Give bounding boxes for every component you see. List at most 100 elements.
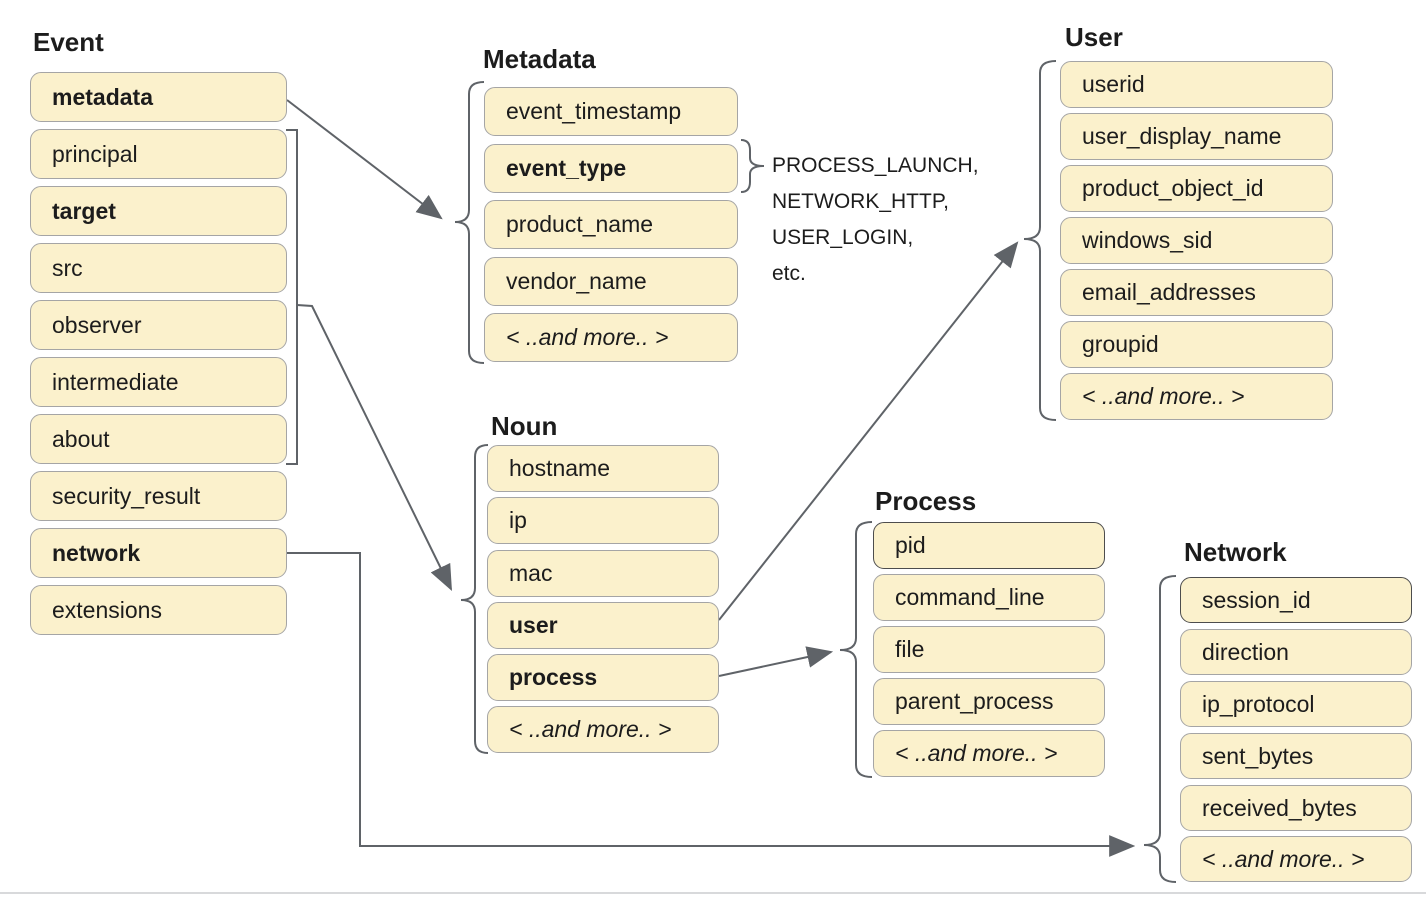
field-label: mac [509,560,553,586]
field-box-received_bytes: received_bytes [1180,785,1412,831]
field-box-principal: principal [30,129,287,179]
field-label: ip [509,507,527,533]
page-bottom-divider [0,892,1426,894]
arrow-process-to-process-group [718,646,834,677]
field-label: network [52,539,141,566]
field-box-network: network [30,528,287,578]
field-box-product_object_id: product_object_id [1060,165,1333,212]
field-label: product_object_id [1082,175,1264,201]
field-box-about: about [30,414,287,464]
brace-noun-group [460,444,489,754]
brace-process-group [839,521,873,778]
field-box-user: user [487,602,719,649]
field-label: target [52,197,116,224]
arrow-event-to-noun-group [296,304,452,591]
field-box-vendor_name: vendor_name [484,257,738,306]
field-box-user_display_name: user_display_name [1060,113,1333,160]
field-label: direction [1202,638,1289,665]
arrow-metadata-to-metadata-group [286,99,443,220]
field-box-security_result: security_result [30,471,287,521]
group-title-event: Event [33,27,104,57]
field-box-metadata: metadata [30,72,287,122]
event-type-example: etc. [772,262,806,285]
field-label: < ..and more.. > [1082,383,1245,409]
brace-event-type-values [740,139,765,193]
field-box-andmore: < ..and more.. > [1180,836,1412,882]
field-box-file: file [873,626,1105,673]
field-box-andmore: < ..and more.. > [873,730,1105,777]
field-label: windows_sid [1082,227,1213,253]
event-type-examples: PROCESS_LAUNCH, NETWORK_HTTP, USER_LOGIN… [772,148,979,292]
field-label: intermediate [52,368,179,395]
field-box-observer: observer [30,300,287,350]
field-box-pid: pid [873,522,1105,569]
field-label: < ..and more.. > [1202,845,1365,872]
field-label: command_line [895,584,1045,610]
field-box-process: process [487,654,719,701]
field-box-userid: userid [1060,61,1333,108]
field-label: event_type [506,155,627,181]
field-box-command_line: command_line [873,574,1105,621]
field-box-event_timestamp: event_timestamp [484,87,738,136]
bracket-event-noun-fields [286,129,298,465]
field-box-windows_sid: windows_sid [1060,217,1333,264]
field-label: metadata [52,83,153,110]
field-label: groupid [1082,331,1159,357]
group-title-process: Process [875,486,977,516]
field-label: process [509,664,598,690]
field-box-andmore: < ..and more.. > [487,706,719,753]
field-box-target: target [30,186,287,236]
group-title-user: User [1065,22,1123,52]
field-box-ip_protocol: ip_protocol [1180,681,1412,727]
event-type-example: NETWORK_HTTP, [772,190,949,213]
field-box-direction: direction [1180,629,1412,675]
field-label: hostname [509,455,611,481]
field-box-andmore: < ..and more.. > [484,313,738,362]
field-label: src [52,254,83,281]
field-box-andmore: < ..and more.. > [1060,373,1333,420]
field-label: session_id [1202,586,1311,613]
field-label: observer [52,311,142,338]
field-box-intermediate: intermediate [30,357,287,407]
event-type-example: USER_LOGIN, [772,226,914,249]
field-box-mac: mac [487,550,719,597]
group-title-metadata: Metadata [483,44,596,74]
field-box-src: src [30,243,287,293]
field-label: received_bytes [1202,794,1357,821]
field-box-event_type: event_type [484,144,738,193]
field-label: < ..and more.. > [509,716,672,742]
field-label: user [509,612,558,638]
brace-user-group [1023,60,1057,421]
field-label: event_timestamp [506,98,682,124]
field-box-parent_process: parent_process [873,678,1105,725]
field-label: principal [52,140,138,167]
field-label: < ..and more.. > [895,740,1058,766]
field-label: sent_bytes [1202,742,1314,769]
field-box-hostname: hostname [487,445,719,492]
field-label: vendor_name [506,268,647,294]
field-label: ip_protocol [1202,690,1315,717]
field-box-groupid: groupid [1060,321,1333,368]
field-label: pid [895,532,926,558]
event-type-example: PROCESS_LAUNCH, [772,154,979,177]
field-box-session_id: session_id [1180,577,1412,623]
field-label: user_display_name [1082,123,1282,149]
field-label: file [895,636,925,662]
brace-network-group [1143,575,1177,883]
field-label: security_result [52,482,201,509]
field-box-product_name: product_name [484,200,738,249]
field-label: product_name [506,211,654,237]
group-title-network: Network [1184,537,1287,567]
field-label: about [52,425,110,452]
field-label: userid [1082,71,1145,97]
field-box-ip: ip [487,497,719,544]
field-box-sent_bytes: sent_bytes [1180,733,1412,779]
field-label: email_addresses [1082,279,1256,305]
field-label: extensions [52,596,162,623]
group-title-noun: Noun [491,411,558,441]
field-label: parent_process [895,688,1054,714]
field-box-email_addresses: email_addresses [1060,269,1333,316]
brace-metadata-group [454,81,485,364]
field-label: < ..and more.. > [506,324,669,350]
